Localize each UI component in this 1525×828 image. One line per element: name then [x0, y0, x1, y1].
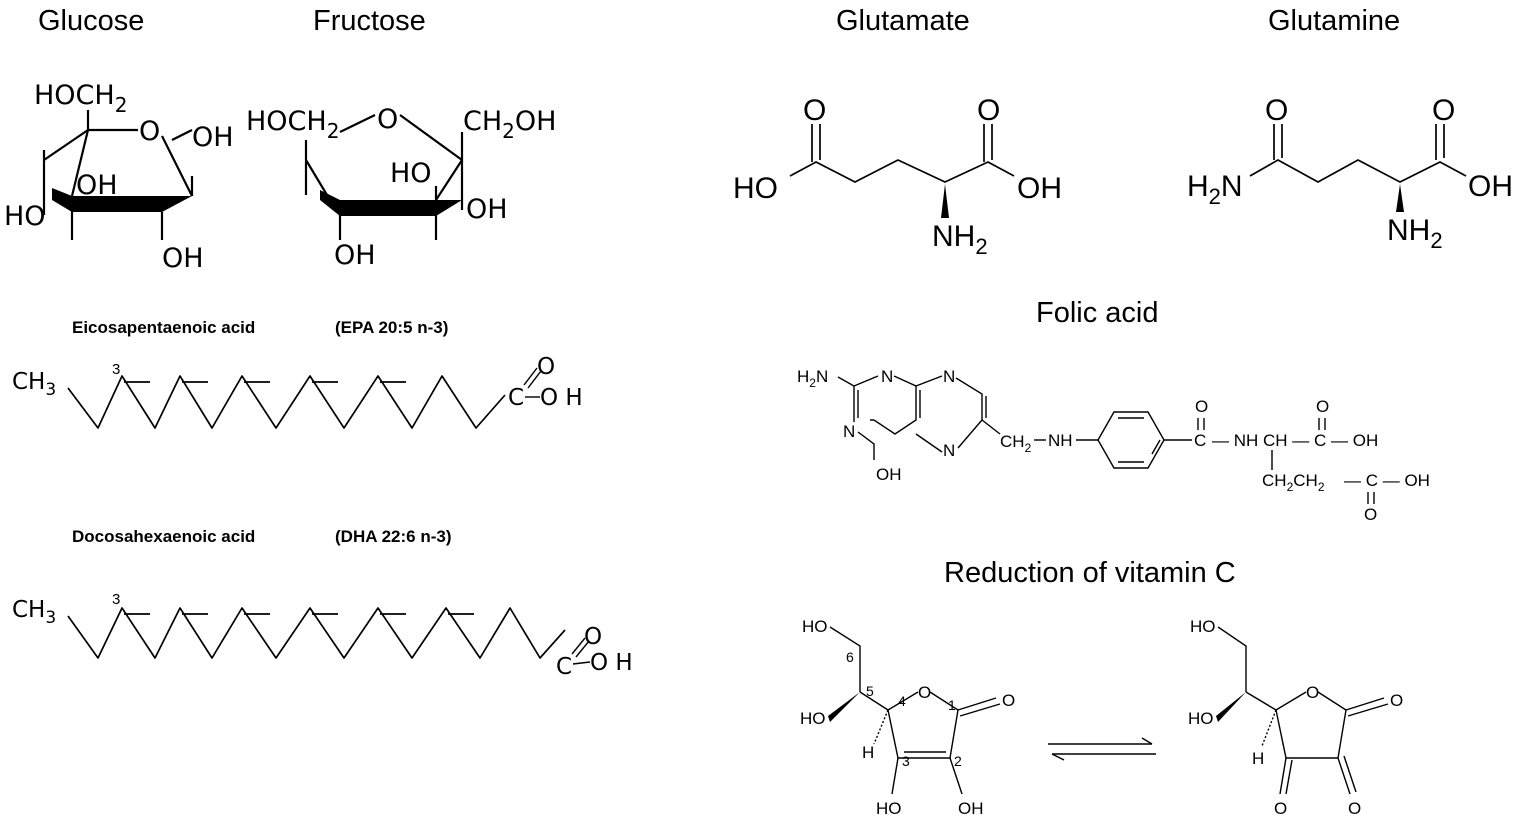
- epa-name: Eicosapentaenoic acid: [72, 318, 255, 337]
- fructose-oh-bottom: OH: [334, 240, 376, 271]
- vitc-left-ho-bottom: HO: [876, 799, 902, 818]
- fructose-oh-right: OH: [466, 194, 508, 225]
- glutamate-o-left: O: [803, 94, 826, 127]
- fructose-ho-inner: HO: [390, 158, 432, 189]
- dha-c: C: [556, 654, 572, 680]
- vitc-right-o-bottom-left: O: [1274, 799, 1287, 818]
- folic-o-acid1: O: [1316, 397, 1329, 416]
- glutamine-nh2: NH2: [1387, 214, 1443, 253]
- glutamine-wedge: [1396, 184, 1404, 212]
- glucose-title: Glucose: [38, 5, 144, 37]
- glutamine-o-left: O: [1265, 94, 1288, 127]
- folic-ch2ch2: CH2CH2: [1262, 471, 1325, 494]
- vitc-right-wedge: [1216, 692, 1246, 722]
- vitc-left-oh-bottom: OH: [958, 799, 984, 818]
- fructose-ch2oh: CH2OH: [463, 106, 556, 143]
- folic-acid-structure: H2N N N N N OH CH2 NH O C — NH CH — C — …: [797, 367, 1430, 524]
- folic-nh: NH: [1048, 431, 1073, 450]
- fructose-title: Fructose: [313, 5, 426, 37]
- epa-position-3: 3: [112, 361, 120, 378]
- vitc-label-5: 5: [866, 683, 874, 699]
- epa-ch3: CH3: [12, 369, 56, 400]
- vitc-left-o-keto: O: [1002, 691, 1015, 710]
- glucose-ho-left: HO: [4, 201, 46, 232]
- dha-structure: CH3 3 O C O H: [12, 591, 633, 680]
- vitc-left-wedge: [828, 692, 860, 722]
- folic-o-acid2: O: [1364, 505, 1377, 524]
- glutamate-title: Glutamate: [836, 5, 970, 37]
- dha-name: Docosahexaenoic acid: [72, 527, 255, 546]
- glucose-oh-bottom: OH: [162, 243, 204, 274]
- vitc-label-3: 3: [902, 753, 910, 769]
- folic-benzene-ring: [1097, 411, 1165, 469]
- vitc-left-ho-top: HO: [802, 617, 828, 636]
- dha-position-3: 3: [112, 591, 120, 608]
- vitc-right-ho-top: HO: [1190, 617, 1216, 636]
- dha-o: O: [584, 624, 602, 650]
- folic-amide-chain: — NH CH — C — OH: [1212, 431, 1378, 450]
- folic-n1: N: [881, 367, 893, 386]
- folic-o-amide: O: [1195, 397, 1208, 416]
- equilibrium-arrows: [1048, 737, 1156, 761]
- glutamate-oh: OH: [1017, 172, 1062, 205]
- dha-formula: (DHA 22:6 n-3): [335, 527, 452, 546]
- vitamin-c-reduced: HO HO O O H HO OH 6 5 4 3 2 1: [800, 617, 1015, 818]
- folic-n2: N: [943, 367, 955, 386]
- folic-chain-end: — C — OH: [1344, 471, 1430, 490]
- folic-c-amide: C: [1194, 431, 1206, 450]
- fructose-bold-edge: [320, 190, 462, 216]
- glutamate-wedge: [941, 184, 949, 218]
- vitc-left-ho-left: HO: [800, 709, 826, 728]
- epa-o: O: [537, 354, 555, 380]
- glucose-structure: HOCH2 O OH OH HO OH: [4, 80, 234, 274]
- epa-formula: (EPA 20:5 n-3): [335, 318, 448, 337]
- folic-n4: N: [943, 441, 955, 460]
- folic-h2n: H2N: [797, 367, 828, 390]
- glucose-ring-o: O: [139, 116, 160, 147]
- vitc-left-h: H: [862, 743, 874, 762]
- glutamine-o-right: O: [1432, 94, 1455, 127]
- vitc-right-o-ring: O: [1306, 683, 1319, 702]
- fructose-structure: HOCH2 O CH2OH HO OH OH: [246, 104, 556, 271]
- vitamin-c-title: Reduction of vitamin C: [944, 557, 1236, 589]
- vitc-right-ho-left: HO: [1188, 709, 1214, 728]
- dha-oh: O H: [590, 650, 633, 676]
- epa-c: C: [508, 385, 524, 411]
- folic-n3: N: [843, 422, 855, 441]
- vitc-left-o-ring: O: [918, 683, 931, 702]
- epa-oh: O H: [540, 385, 583, 411]
- glutamate-nh2: NH2: [932, 220, 988, 259]
- glutamate-o-right: O: [977, 94, 1000, 127]
- glutamine-title: Glutamine: [1268, 5, 1400, 37]
- vitc-label-2: 2: [954, 753, 962, 769]
- glutamine-structure: O O H2N OH NH2: [1187, 94, 1513, 253]
- folic-acid-title: Folic acid: [1036, 297, 1159, 329]
- vitc-right-o-keto: O: [1390, 691, 1403, 710]
- vitc-label-6: 6: [846, 649, 854, 665]
- vitc-right-o-bottom-right: O: [1348, 799, 1361, 818]
- epa-structure: CH3 3 O C O H: [12, 354, 583, 429]
- glucose-oh-inner: OH: [76, 170, 118, 201]
- vitc-label-1: 1: [948, 697, 956, 713]
- folic-oh-ring: OH: [876, 465, 902, 484]
- fructose-ring-o: O: [377, 104, 398, 135]
- glutamine-h2n: H2N: [1187, 170, 1243, 209]
- glutamate-structure: O O HO OH NH2: [733, 94, 1062, 259]
- glutamate-ho: HO: [733, 172, 778, 205]
- folic-ch2: CH2: [1000, 432, 1032, 455]
- vitc-right-h: H: [1252, 749, 1264, 768]
- fructose-hoch2: HOCH2: [246, 106, 339, 143]
- glutamine-oh: OH: [1468, 170, 1513, 203]
- glucose-hoch2: HOCH2: [34, 80, 127, 117]
- vitc-label-4: 4: [898, 693, 906, 709]
- glucose-oh-right: OH: [192, 122, 234, 153]
- dha-ch3: CH3: [12, 597, 56, 628]
- vitamin-c-oxidized: HO HO O O H O O: [1188, 617, 1403, 818]
- glucose-bold-edge: [52, 188, 192, 212]
